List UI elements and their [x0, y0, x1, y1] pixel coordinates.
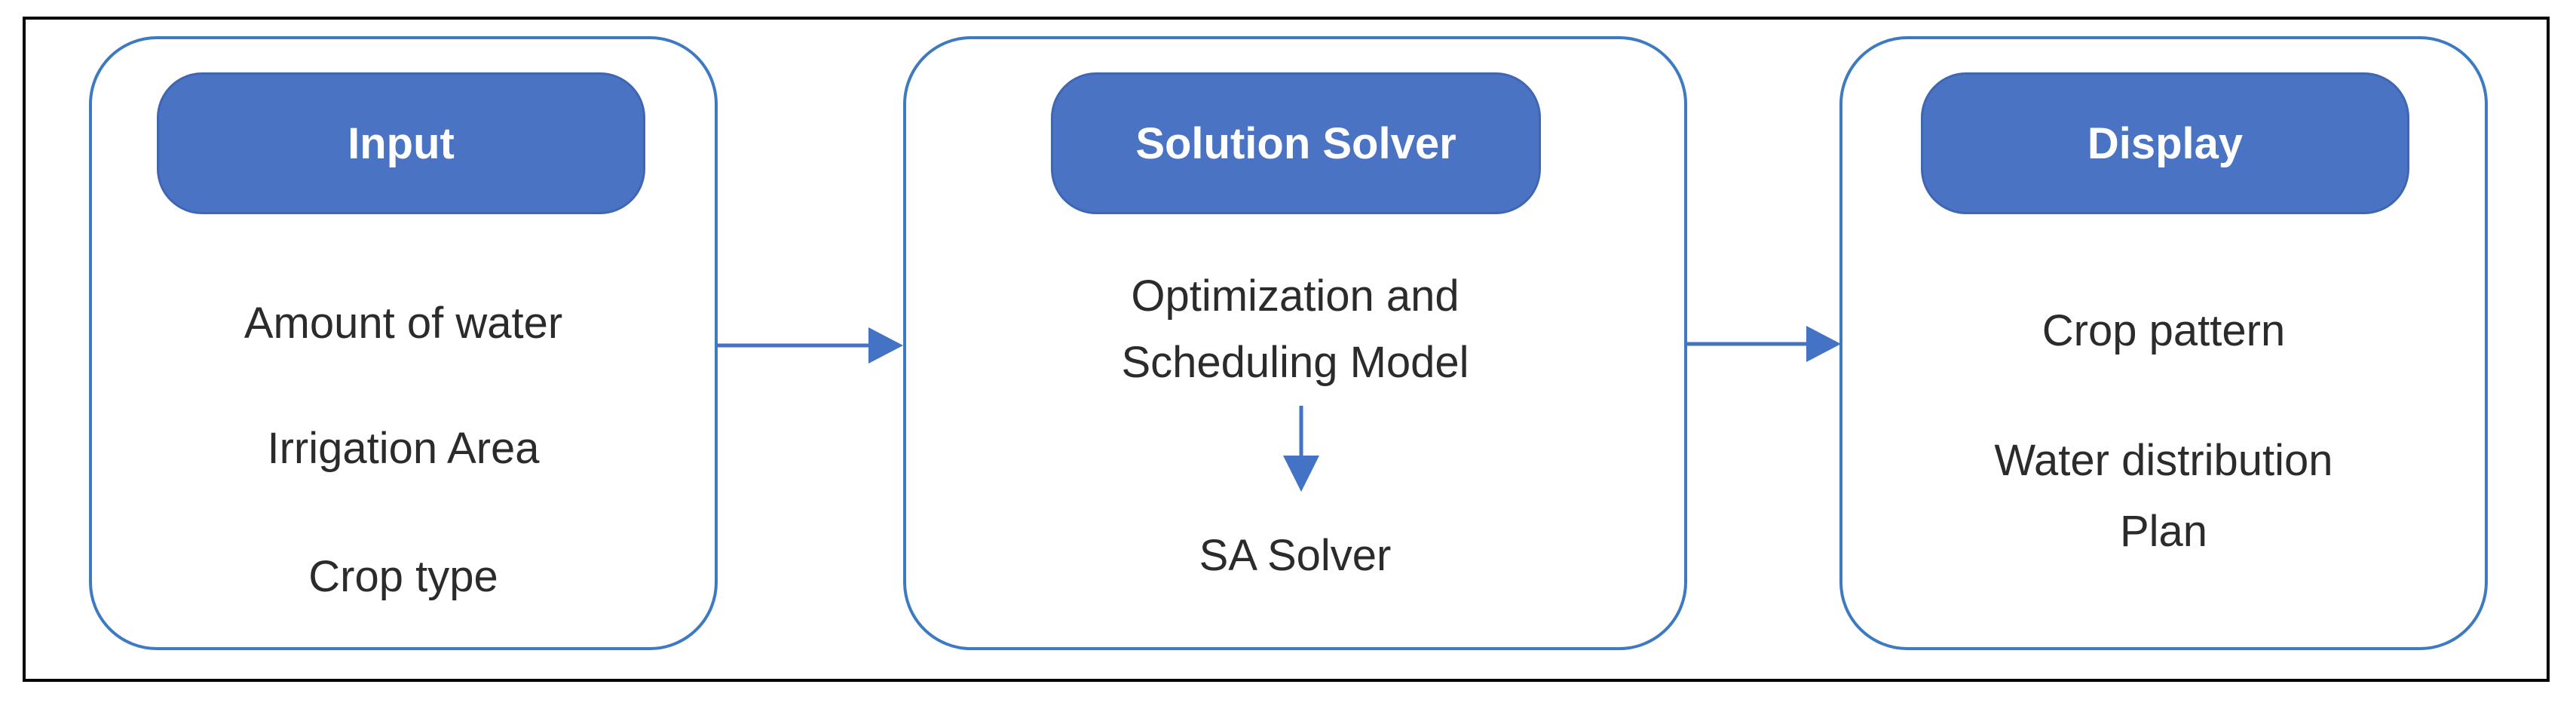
input-item-crop-type: Crop type [308, 552, 498, 601]
input-title: Input [157, 72, 645, 214]
display-title: Display [1921, 72, 2409, 214]
input-item-amount-of-water: Amount of water [244, 299, 563, 348]
display-item-crop-pattern: Crop pattern [2042, 306, 2286, 355]
display-item-water-distribution-line1: Water distribution [1994, 436, 2333, 485]
input-item-irrigation-area: Irrigation Area [267, 424, 540, 473]
solver-title: Solution Solver [1051, 72, 1541, 214]
solver-model-line2: Scheduling Model [1121, 338, 1469, 387]
display-item-water-distribution-line2: Plan [2119, 507, 2208, 556]
solver-model-line1: Optimization and [1131, 272, 1460, 321]
solver-sa-solver: SA Solver [1199, 531, 1392, 580]
